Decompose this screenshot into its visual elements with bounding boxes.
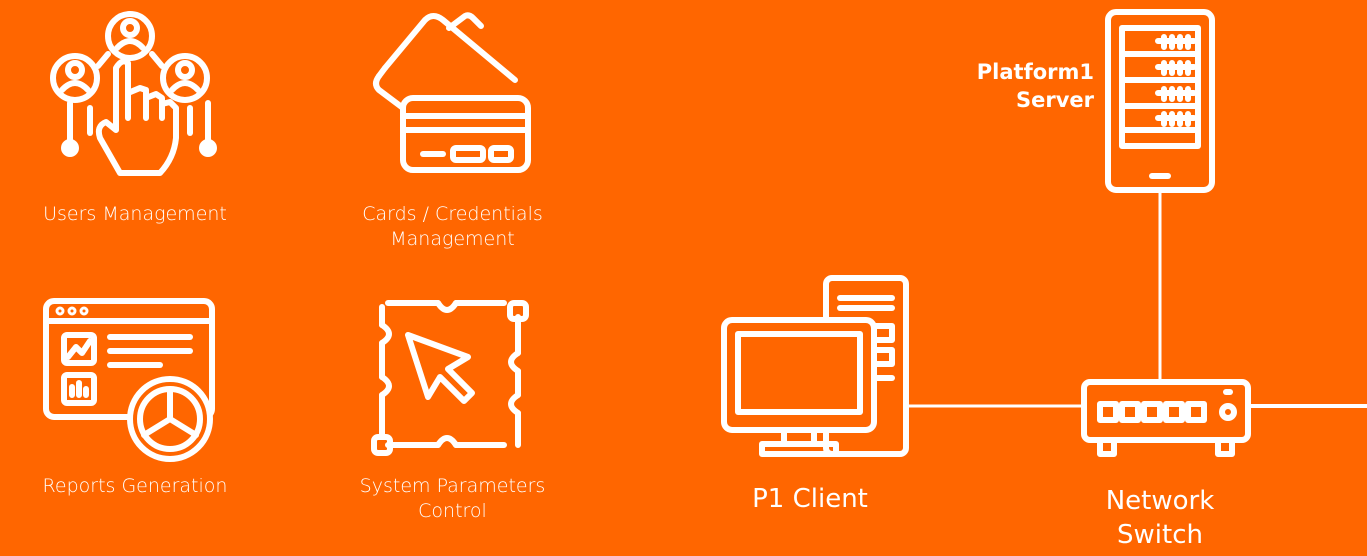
client-label-text: P1 Client: [752, 484, 868, 514]
platform1-server-label: Platform1 Server: [930, 58, 1094, 114]
server-label-line2: Server: [1015, 88, 1094, 112]
reports-label-text: Reports Generation: [42, 475, 228, 497]
reports-generation-label: Reports Generation: [10, 474, 260, 499]
cards-icon: [365, 8, 540, 178]
switch-label-line2: Switch: [1117, 520, 1203, 550]
network-switch-label: Network Switch: [1070, 484, 1250, 552]
users-hand-icon: [40, 8, 220, 183]
reports-dashboard-icon: [40, 295, 220, 465]
cards-label-line1: Cards / Credentials: [362, 203, 543, 225]
desktop-computer-icon: [718, 272, 918, 462]
users-management-label: Users Management: [10, 202, 260, 227]
server-label-line1: Platform1: [976, 60, 1094, 84]
p1-client-label: P1 Client: [700, 482, 920, 516]
cards-management-label: Cards / Credentials Management: [305, 202, 600, 252]
params-label-line2: Control: [418, 500, 487, 522]
system-parameters-label: System Parameters Control: [305, 474, 600, 524]
network-switch-icon: [1080, 378, 1252, 460]
cards-label-line2: Management: [390, 228, 515, 250]
server-rack-icon: [1102, 6, 1218, 196]
users-label-text: Users Management: [43, 203, 227, 225]
switch-label-line1: Network: [1105, 486, 1215, 516]
cursor-selection-icon: [368, 295, 538, 465]
params-label-line1: System Parameters: [359, 475, 546, 497]
